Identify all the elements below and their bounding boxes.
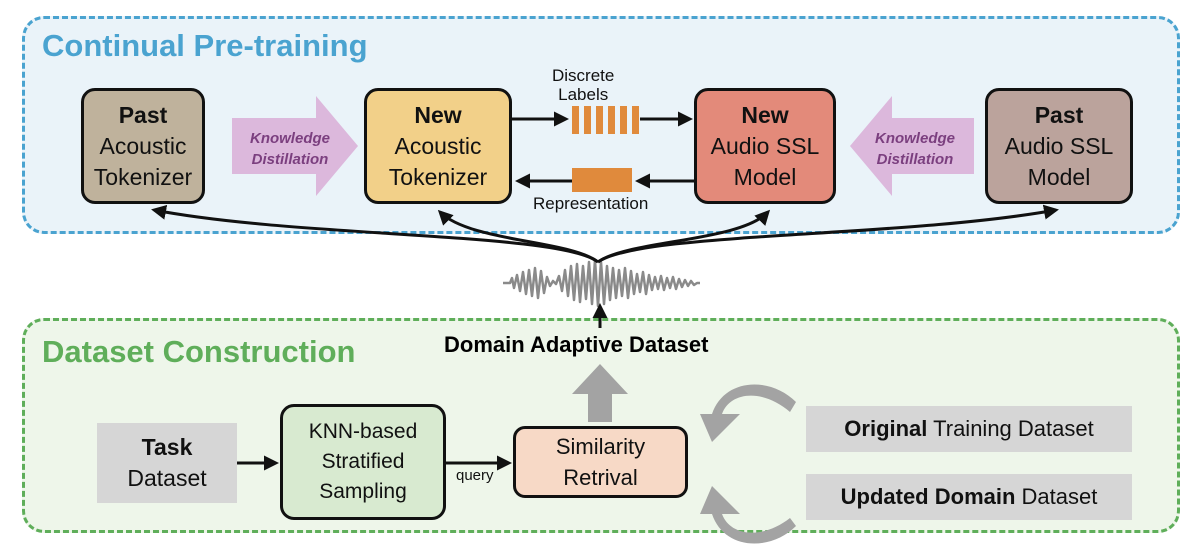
box-line: Tokenizer [388,163,488,190]
box-line: Sampling [319,480,407,503]
box-line: Model [733,163,797,190]
discrete-labels-icon [572,106,639,134]
box-title: Past [118,101,168,128]
wave-to-new-tokenizer-arrow [437,209,599,264]
box-title: Updated Domain [840,484,1016,509]
box-title: New [741,101,789,128]
box-line: Similarity [555,434,646,459]
new-audio-ssl-model-box: New Audio SSL Model [694,88,836,204]
representation-text: Representation [533,194,649,213]
section-title-pretraining: Continual Pre-training [42,28,368,63]
kd-line: Knowledge [249,130,330,147]
label-line: Discrete [552,66,615,85]
new-acoustic-tokenizer-box: New Acoustic Tokenizer [364,88,512,204]
original-dataset-curved-arrow [700,384,796,442]
past-acoustic-tokenizer-box: Past Acoustic Tokenizer [81,88,205,204]
kd-line: Distillation [251,151,329,168]
box-title: New [414,101,462,128]
box-line: Acoustic [99,132,187,159]
representation-icon [572,168,632,192]
box-title: Original [844,416,928,441]
label-line: Labels [558,85,609,104]
dataset-label: Updated Domain Dataset [841,484,1098,510]
original-training-dataset-box: Original Training Dataset [806,406,1132,452]
similarity-retrieval-box: Similarity Retrival [513,426,688,498]
box-line: Retrival [563,465,638,490]
query-label: query [456,467,494,484]
box-line: Tokenizer [93,163,193,190]
task-dataset-box: Task Dataset [97,423,237,503]
similarity-up-arrow [572,364,628,422]
box-line: Training Dataset [927,416,1094,441]
box-line: Stratified [321,450,405,473]
updated-dataset-curved-arrow [700,486,796,544]
box-line: Acoustic [394,132,482,159]
box-title: Task [141,434,193,460]
discrete-labels-text: Discrete Labels [552,66,614,104]
knowledge-distillation-label-right: Knowledge Distillation [856,128,974,170]
updated-domain-dataset-box: Updated Domain Dataset [806,474,1132,520]
kd-left-arrow [232,96,358,196]
box-line: Dataset [127,465,207,491]
box-line: Model [1027,163,1091,190]
box-line: Audio SSL [1004,132,1114,159]
box-line: Dataset [1015,484,1098,509]
kd-right-arrow [850,96,974,196]
knowledge-distillation-label-left: Knowledge Distillation [233,128,347,170]
section-title-dataset: Dataset Construction [42,334,356,369]
wave-to-past-tokenizer-arrow [151,204,599,264]
waveform-icon [503,258,700,308]
dataset-label: Original Training Dataset [844,416,1093,442]
box-line: KNN-based [308,420,418,443]
box-line: Audio SSL [710,132,820,159]
knn-stratified-sampling-box: KNN-based Stratified Sampling [280,404,446,520]
domain-adaptive-dataset-label: Domain Adaptive Dataset [444,332,709,357]
wave-to-past-ssl-arrow [597,204,1059,264]
past-audio-ssl-model-box: Past Audio SSL Model [985,88,1133,204]
kd-line: Knowledge [874,130,955,147]
kd-line: Distillation [876,151,954,168]
box-title: Past [1034,101,1084,128]
